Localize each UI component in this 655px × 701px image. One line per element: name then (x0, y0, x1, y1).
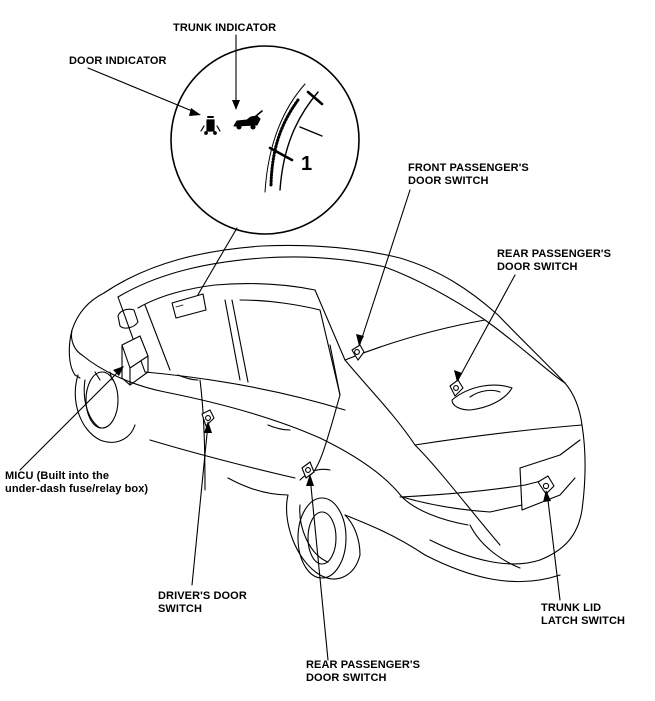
trunk-lid-label-line2: LATCH SWITCH (541, 615, 626, 627)
rear-passenger-door-switch-left-label: REAR PASSENGER'S DOOR SWITCH (306, 659, 420, 685)
trunk-lid-latch-switch-icon (537, 475, 555, 495)
door-indicator-label: DOOR INDICATOR (69, 55, 167, 68)
rear-passenger-door-switch-left-icon (301, 461, 315, 479)
trunk-open-indicator-icon (233, 110, 263, 130)
trunk-indicator-label: TRUNK INDICATOR (173, 22, 276, 35)
indicator-callout-circle: 1 (170, 45, 360, 235)
rear-passenger-left-line1: REAR PASSENGER'S (306, 659, 421, 671)
door-indicator-text: DOOR INDICATOR (69, 55, 167, 67)
drivers-door-label-line1: DRIVER'S DOOR (158, 590, 247, 602)
micu-label: MICU (Built into the under-dash fuse/rel… (5, 470, 148, 496)
rear-passenger-right-line1: REAR PASSENGER'S (497, 248, 612, 260)
trunk-lid-label-line1: TRUNK LID (541, 602, 602, 614)
car-outline (68, 244, 586, 583)
front-passenger-label-line2: DOOR SWITCH (408, 175, 489, 187)
indicator-leader-lines (87, 34, 240, 311)
micu-unit (121, 335, 149, 386)
rear-passenger-door-switch-right-label: REAR PASSENGER'S DOOR SWITCH (497, 248, 611, 274)
micu-label-line2: under-dash fuse/relay box) (5, 483, 149, 495)
rear-passenger-left-line2: DOOR SWITCH (306, 672, 387, 684)
drivers-door-switch-icon (201, 409, 215, 427)
front-passenger-label-line1: FRONT PASSENGER'S (408, 162, 529, 174)
front-passenger-door-switch-icon (351, 344, 365, 361)
micu-label-line1: MICU (Built into the (5, 470, 110, 482)
rear-passenger-door-switch-right-icon (449, 379, 464, 397)
drivers-door-switch-label: DRIVER'S DOOR SWITCH (158, 590, 247, 616)
trunk-indicator-text: TRUNK INDICATOR (173, 22, 277, 34)
gauge-tick-number: 1 (301, 153, 312, 175)
instrument-panel-marker (171, 293, 207, 319)
label-leader-lines (19, 189, 561, 661)
trunk-lid-latch-switch-label: TRUNK LID LATCH SWITCH (541, 602, 625, 628)
drivers-door-label-line2: SWITCH (158, 603, 202, 615)
front-passenger-door-switch-label: FRONT PASSENGER'S DOOR SWITCH (408, 162, 529, 188)
rear-passenger-right-line2: DOOR SWITCH (497, 261, 578, 273)
door-open-indicator-icon (200, 116, 221, 135)
